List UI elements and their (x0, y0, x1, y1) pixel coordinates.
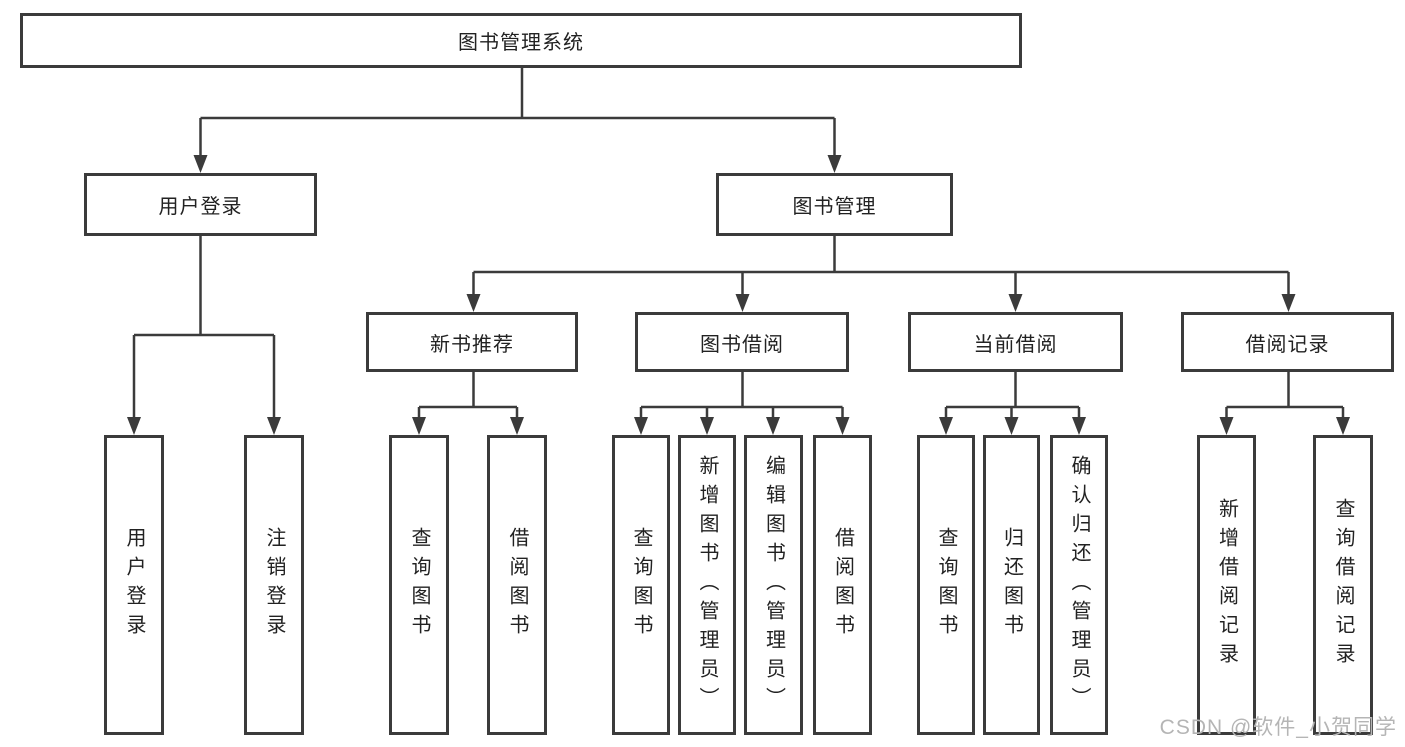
leaf-label: 借阅图书 (506, 527, 528, 643)
leaf-recommend-borrow-books: 借阅图书 (487, 435, 547, 735)
node-borrowing-records: 借阅记录 (1181, 312, 1394, 372)
leaf-current-query-books: 查询图书 (917, 435, 975, 735)
leaf-query-borrow-record: 查询借阅记录 (1313, 435, 1373, 735)
leaf-user-login: 用户登录 (104, 435, 164, 735)
node-new-book-recommendation: 新书推荐 (366, 312, 578, 372)
leaf-label: 用户登录 (123, 527, 145, 643)
node-label: 当前借阅 (973, 333, 1058, 356)
leaf-edit-books-admin: 编辑图书（管理员） (744, 435, 803, 735)
leaf-recommend-query-books: 查询图书 (389, 435, 449, 735)
csdn-watermark: CSDN @软件_小贺同学 (1159, 716, 1397, 739)
node-label: 图书管理系统 (458, 32, 584, 54)
leaf-confirm-return-admin: 确认归还（管理员） (1050, 435, 1108, 735)
leaf-label: 新增图书（管理员） (696, 454, 718, 716)
leaf-label: 确认归还（管理员） (1068, 454, 1090, 716)
node-label: 图书管理 (792, 196, 877, 218)
leaf-label: 注销登录 (263, 527, 285, 643)
leaf-add-books-admin: 新增图书（管理员） (678, 435, 736, 735)
node-label: 用户登录 (158, 196, 243, 218)
leaf-label: 借阅图书 (831, 527, 854, 643)
node-label: 图书借阅 (700, 333, 784, 356)
leaf-label: 查询图书 (408, 527, 430, 643)
leaf-label: 新增借阅记录 (1215, 498, 1238, 672)
node-user-login: 用户登录 (84, 173, 317, 236)
node-label: 借阅记录 (1245, 333, 1330, 356)
leaf-label: 查询图书 (630, 527, 652, 643)
node-book-management: 图书管理 (716, 173, 953, 236)
leaf-label: 归还图书 (1000, 527, 1023, 643)
leaf-logout: 注销登录 (244, 435, 304, 735)
node-book-borrowing: 图书借阅 (635, 312, 849, 372)
leaf-borrowing-borrow-books: 借阅图书 (813, 435, 872, 735)
leaf-return-books: 归还图书 (983, 435, 1040, 735)
node-label: 新书推荐 (430, 333, 514, 356)
leaf-label: 查询借阅记录 (1332, 498, 1354, 672)
node-root-library-system: 图书管理系统 (20, 13, 1022, 68)
leaf-add-borrow-record: 新增借阅记录 (1197, 435, 1256, 735)
node-current-borrowing: 当前借阅 (908, 312, 1123, 372)
leaf-label: 编辑图书（管理员） (762, 454, 785, 716)
leaf-label: 查询图书 (935, 527, 957, 643)
leaf-borrowing-query-books: 查询图书 (612, 435, 670, 735)
